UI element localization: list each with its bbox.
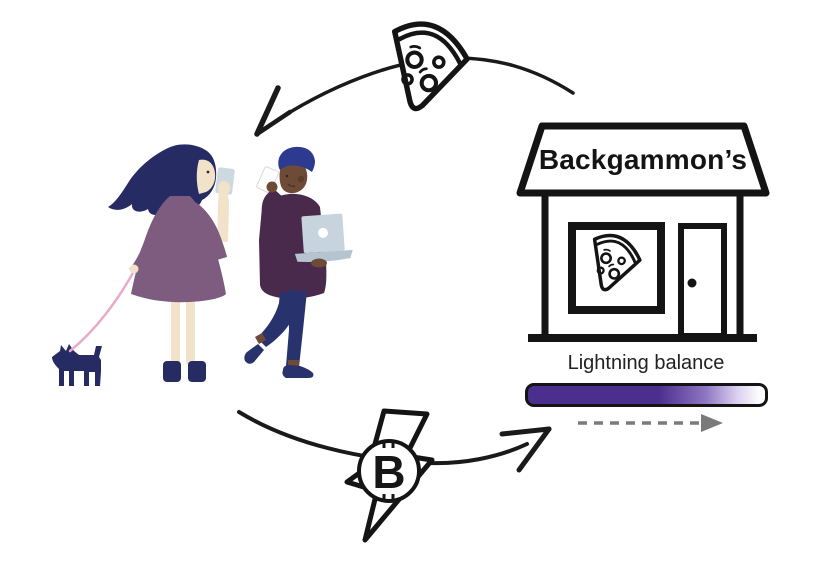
woman-leg — [171, 296, 180, 364]
laptop-logo — [318, 227, 329, 238]
man-shoe-back — [244, 344, 264, 364]
man-face — [279, 161, 308, 194]
store-roof — [516, 122, 770, 197]
man-ear — [297, 175, 305, 183]
man-mouth — [287, 183, 296, 187]
woman-with-phone — [108, 144, 235, 382]
man-hand-phone — [266, 181, 278, 193]
dog-leash — [68, 269, 136, 353]
woman-hand — [218, 181, 230, 195]
laptop — [294, 213, 353, 262]
man-beanie — [278, 146, 315, 172]
laptop-base — [294, 249, 353, 262]
woman-boot — [188, 361, 206, 382]
woman-sleeve-right — [188, 198, 227, 263]
man-ankle-back — [255, 333, 266, 344]
man-leg-back — [257, 292, 296, 347]
coin-circle — [357, 439, 421, 503]
dog — [52, 344, 102, 386]
lightning-balance-bar — [525, 383, 768, 407]
man-arm-up — [261, 189, 285, 224]
store-name: Backgammon’s — [538, 144, 748, 175]
woman-boot — [163, 361, 181, 382]
lightning-balance-label: Lightning balance — [567, 352, 725, 374]
woman-face — [196, 159, 216, 194]
man-shoe-front — [282, 365, 314, 378]
woman-sleeve-left — [129, 199, 172, 275]
door-knob — [687, 278, 697, 288]
man-phone — [256, 166, 280, 194]
woman-leg — [186, 296, 195, 364]
bitcoin-symbol: B — [372, 446, 406, 498]
woman-forearm — [217, 188, 229, 242]
balance-direction-arrow — [578, 414, 723, 432]
woman-hand-leash — [129, 264, 139, 274]
pizza-store — [516, 122, 770, 342]
man-ankle-front — [288, 360, 299, 368]
bitcoin-lightning-icon — [344, 408, 435, 543]
man-with-laptop — [244, 146, 353, 378]
customers-illustration — [52, 144, 353, 386]
woman-eye — [206, 170, 210, 174]
man-hand-laptop — [311, 258, 327, 268]
man-eye — [285, 174, 289, 178]
store-door — [678, 223, 727, 339]
bitcoin-symbol-ticks — [382, 440, 395, 502]
